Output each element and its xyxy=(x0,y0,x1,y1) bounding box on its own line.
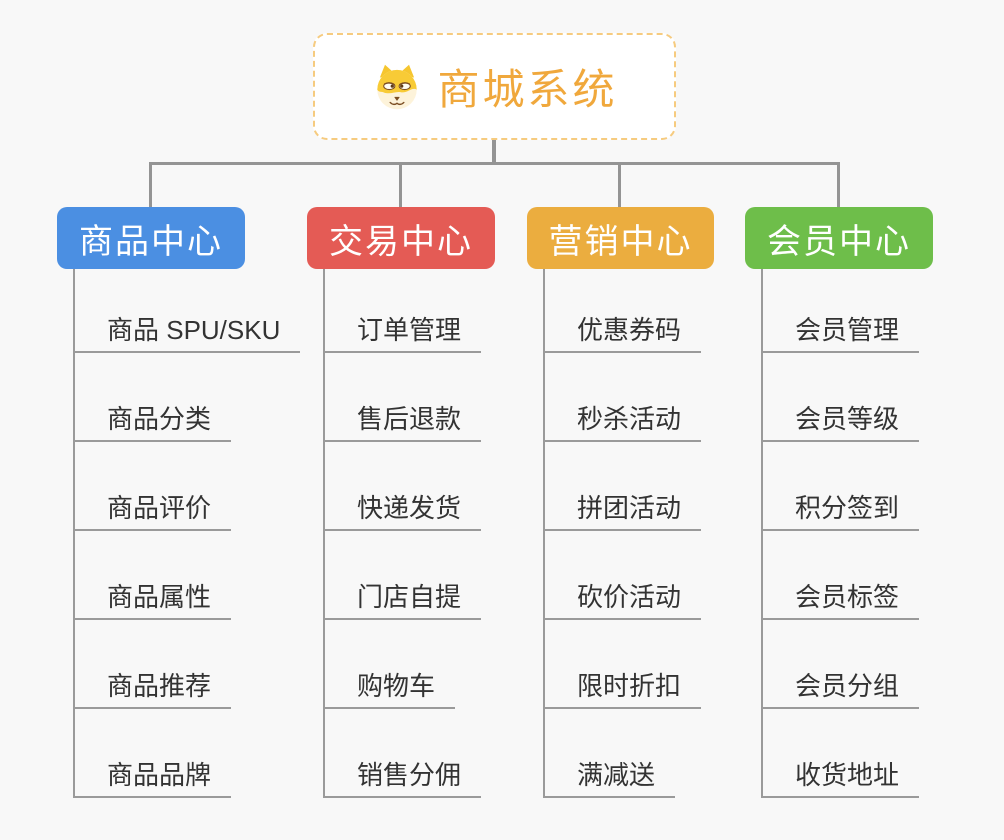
leaf-node[interactable]: 拼团活动 xyxy=(543,491,702,531)
leaf-node[interactable]: 砍价活动 xyxy=(543,580,702,620)
branch-node-member[interactable]: 会员中心 xyxy=(745,207,933,269)
connector-drop xyxy=(837,164,840,207)
leaf-node[interactable]: 收货地址 xyxy=(761,758,920,798)
connector-drop xyxy=(618,164,621,207)
root-node[interactable]: 商城系统 xyxy=(313,33,676,140)
leaf-node[interactable]: 会员标签 xyxy=(761,580,920,620)
leaf-node[interactable]: 商品推荐 xyxy=(73,669,232,709)
leaf-node[interactable]: 优惠券码 xyxy=(543,313,702,353)
leaf-node[interactable]: 订单管理 xyxy=(323,313,482,353)
doge-icon xyxy=(377,64,418,109)
leaf-node[interactable]: 秒杀活动 xyxy=(543,402,702,442)
branch-node-product[interactable]: 商品中心 xyxy=(57,207,245,269)
leaf-node[interactable]: 商品评价 xyxy=(73,491,232,531)
root-title: 商城系统 xyxy=(437,66,618,113)
leaf-node[interactable]: 快递发货 xyxy=(323,491,482,531)
branch-node-trade[interactable]: 交易中心 xyxy=(307,207,495,269)
leaf-node[interactable]: 商品 SPU/SKU xyxy=(73,313,301,353)
leaf-node[interactable]: 会员等级 xyxy=(761,402,920,442)
leaf-node[interactable]: 商品品牌 xyxy=(73,758,232,798)
branch-column-product: 商品 SPU/SKU 商品分类商品评价商品属性商品推荐商品品牌 xyxy=(73,269,313,800)
branch-column-trade: 订单管理售后退款快递发货门店自提购物车销售分佣 xyxy=(323,269,563,800)
leaf-node[interactable]: 限时折扣 xyxy=(543,669,702,709)
branch-label: 商品中心 xyxy=(79,222,223,261)
leaf-node[interactable]: 积分签到 xyxy=(761,491,920,531)
connector-drop xyxy=(399,164,402,207)
leaf-node[interactable]: 会员管理 xyxy=(761,313,920,353)
leaf-node[interactable]: 销售分佣 xyxy=(323,758,482,798)
leaf-node[interactable]: 购物车 xyxy=(323,669,456,709)
branch-column-member: 会员管理会员等级积分签到会员标签会员分组收货地址 xyxy=(761,269,1001,800)
leaf-node[interactable]: 满减送 xyxy=(543,758,676,798)
branch-node-marketing[interactable]: 营销中心 xyxy=(527,207,714,269)
connector-drop xyxy=(149,164,152,207)
leaf-node[interactable]: 商品属性 xyxy=(73,580,232,620)
branch-label: 会员中心 xyxy=(767,222,911,261)
branch-column-marketing: 优惠券码秒杀活动拼团活动砍价活动限时折扣满减送 xyxy=(543,269,783,800)
connector-root-drop xyxy=(492,140,496,165)
branch-label: 交易中心 xyxy=(329,222,473,261)
leaf-node[interactable]: 会员分组 xyxy=(761,669,920,709)
leaf-node[interactable]: 商品分类 xyxy=(73,402,232,442)
leaf-node[interactable]: 售后退款 xyxy=(323,402,482,442)
leaf-node[interactable]: 门店自提 xyxy=(323,580,482,620)
branch-label: 营销中心 xyxy=(548,222,693,261)
connector-rail xyxy=(149,162,840,165)
